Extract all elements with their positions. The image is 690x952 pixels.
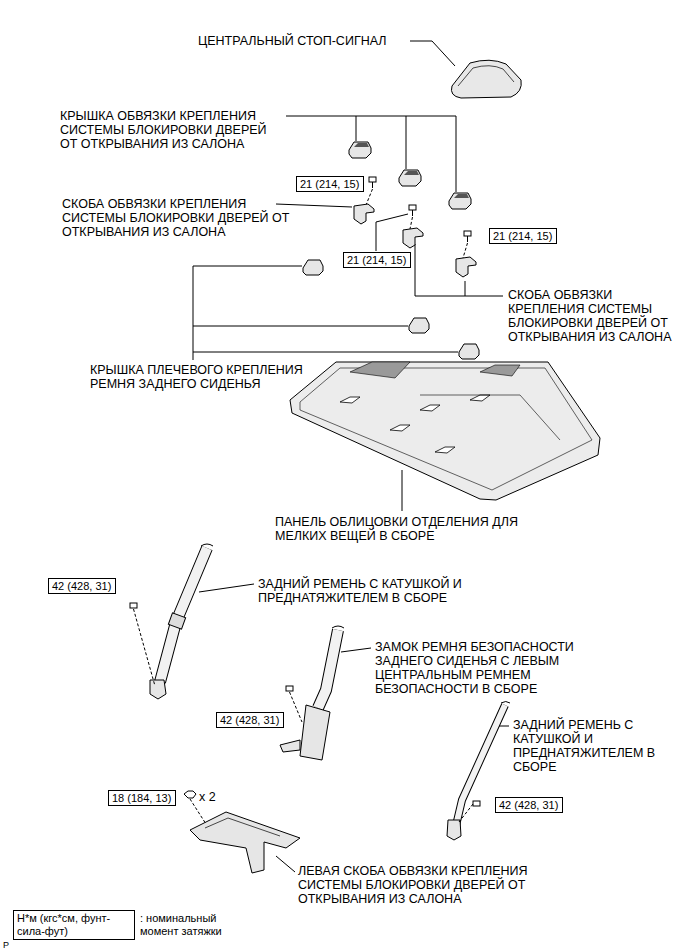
leader-line (276, 856, 295, 872)
cover-part (409, 318, 429, 333)
seat-belt (454, 705, 505, 834)
cover-part (349, 142, 371, 158)
cover-part (399, 170, 421, 186)
legend-box: Н*м (кгс*см, фунт-сила-фут): номинальный… (13, 910, 135, 940)
leader-line (193, 266, 302, 267)
leader-line (193, 326, 408, 327)
part-label: СКОБА ОБВЯЗКИ КРЕПЛЕНИЯ СИСТЕМЫ БЛОКИРОВ… (62, 197, 290, 239)
torque-value: 21 (214, 15) (493, 230, 553, 242)
seat-belt (160, 548, 207, 682)
bolt (369, 177, 376, 182)
bolt (409, 205, 416, 210)
bracket-part (354, 204, 374, 224)
leader-line (415, 244, 503, 296)
leader-line (356, 116, 357, 141)
leader-line (193, 352, 458, 353)
part-label: КРЫШКА ОБВЯЗКИ КРЕПЛЕНИЯ СИСТЕМЫ БЛОКИРО… (60, 109, 286, 151)
torque-box: 42 (428, 31) (216, 712, 284, 728)
torque-value: 42 (428, 31) (499, 799, 559, 811)
cover-part (459, 344, 479, 359)
nut (184, 791, 196, 798)
torque-box: 21 (214, 15) (489, 228, 557, 244)
bolt (473, 801, 480, 806)
torque-value: 42 (428, 31) (52, 580, 112, 592)
leader-line (406, 116, 407, 169)
stop-lamp (458, 66, 514, 86)
stop-lamp (451, 60, 521, 98)
torque-value: 18 (184, 13) (112, 792, 172, 804)
cover-part (449, 193, 471, 209)
leader-line (499, 726, 509, 727)
page-mark: P (3, 940, 23, 950)
part-label: ЦЕНТРАЛЬНЫЙ СТОП-СИГНАЛ (198, 34, 438, 48)
part-label: ЗАДНИЙ РЕМЕНЬ С КАТУШКОЙ И ПРЕДНАТЯЖИТЕЛ… (258, 577, 482, 605)
leader-line (199, 584, 254, 592)
torque-box: 42 (428, 31) (48, 578, 116, 594)
leader-line (456, 116, 457, 192)
leader-line (402, 470, 403, 511)
cover-part (303, 260, 323, 275)
torque-value: 42 (428, 31) (220, 714, 280, 726)
bolt (130, 603, 137, 608)
leader-line (465, 281, 466, 296)
leader-line (193, 266, 194, 360)
part-label: ЗАМОК РЕМНЯ БЕЗОПАСНОСТИ ЗАДНЕГО СИДЕНЬЯ… (375, 640, 607, 696)
torque-box: 42 (428, 31) (495, 797, 563, 813)
leader-line (341, 648, 371, 652)
part-label: ПАНЕЛЬ ОБЛИЦОВКИ ОТДЕЛЕНИЯ ДЛЯ МЕЛКИХ ВЕ… (275, 515, 537, 543)
part-label: ЗАДНИЙ РЕМЕНЬ С КАТУШКОЙ И ПРЕДНАТЯЖИТЕЛ… (513, 718, 669, 774)
tray-panel (290, 362, 600, 500)
bolt (464, 231, 471, 236)
bolt (286, 686, 293, 691)
belt-buckle (300, 705, 330, 760)
torque-box: 21 (214, 15) (296, 176, 364, 192)
bracket-part (403, 228, 423, 248)
bracket-part (190, 812, 300, 873)
part-label: ЛЕВАЯ СКОБА ОБВЯЗКИ КРЕПЛЕНИЯ СИСТЕМЫ БЛ… (298, 864, 562, 906)
quantity-label: x 2 (199, 790, 239, 804)
torque-value: 21 (214, 15) (347, 254, 407, 266)
belt-anchor (447, 820, 461, 840)
torque-value: 21 (214, 15) (300, 178, 360, 190)
part-label: СКОБА ОБВЯЗКИ КРЕПЛЕНИЯ СИСТЕМЫ БЛОКИРОВ… (508, 288, 678, 344)
belt-anchor (150, 680, 166, 699)
torque-box: 21 (214, 15) (343, 252, 411, 268)
leader-line (276, 204, 352, 207)
torque-box: 18 (184, 13) (108, 790, 176, 806)
seat-belt (318, 630, 338, 708)
leader-line (286, 116, 456, 117)
part-label: КРЫШКА ПЛЕЧЕВОГО КРЕПЛЕНИЯ РЕМНЯ ЗАДНЕГО… (90, 363, 338, 391)
leader-line (410, 41, 455, 66)
tray-panel (300, 368, 592, 490)
bracket-part (456, 257, 476, 277)
torque-value: Н*м (кгс*см, фунт-сила-фут) (17, 912, 131, 938)
legend-note: : номинальный момент затяжки (140, 912, 244, 938)
